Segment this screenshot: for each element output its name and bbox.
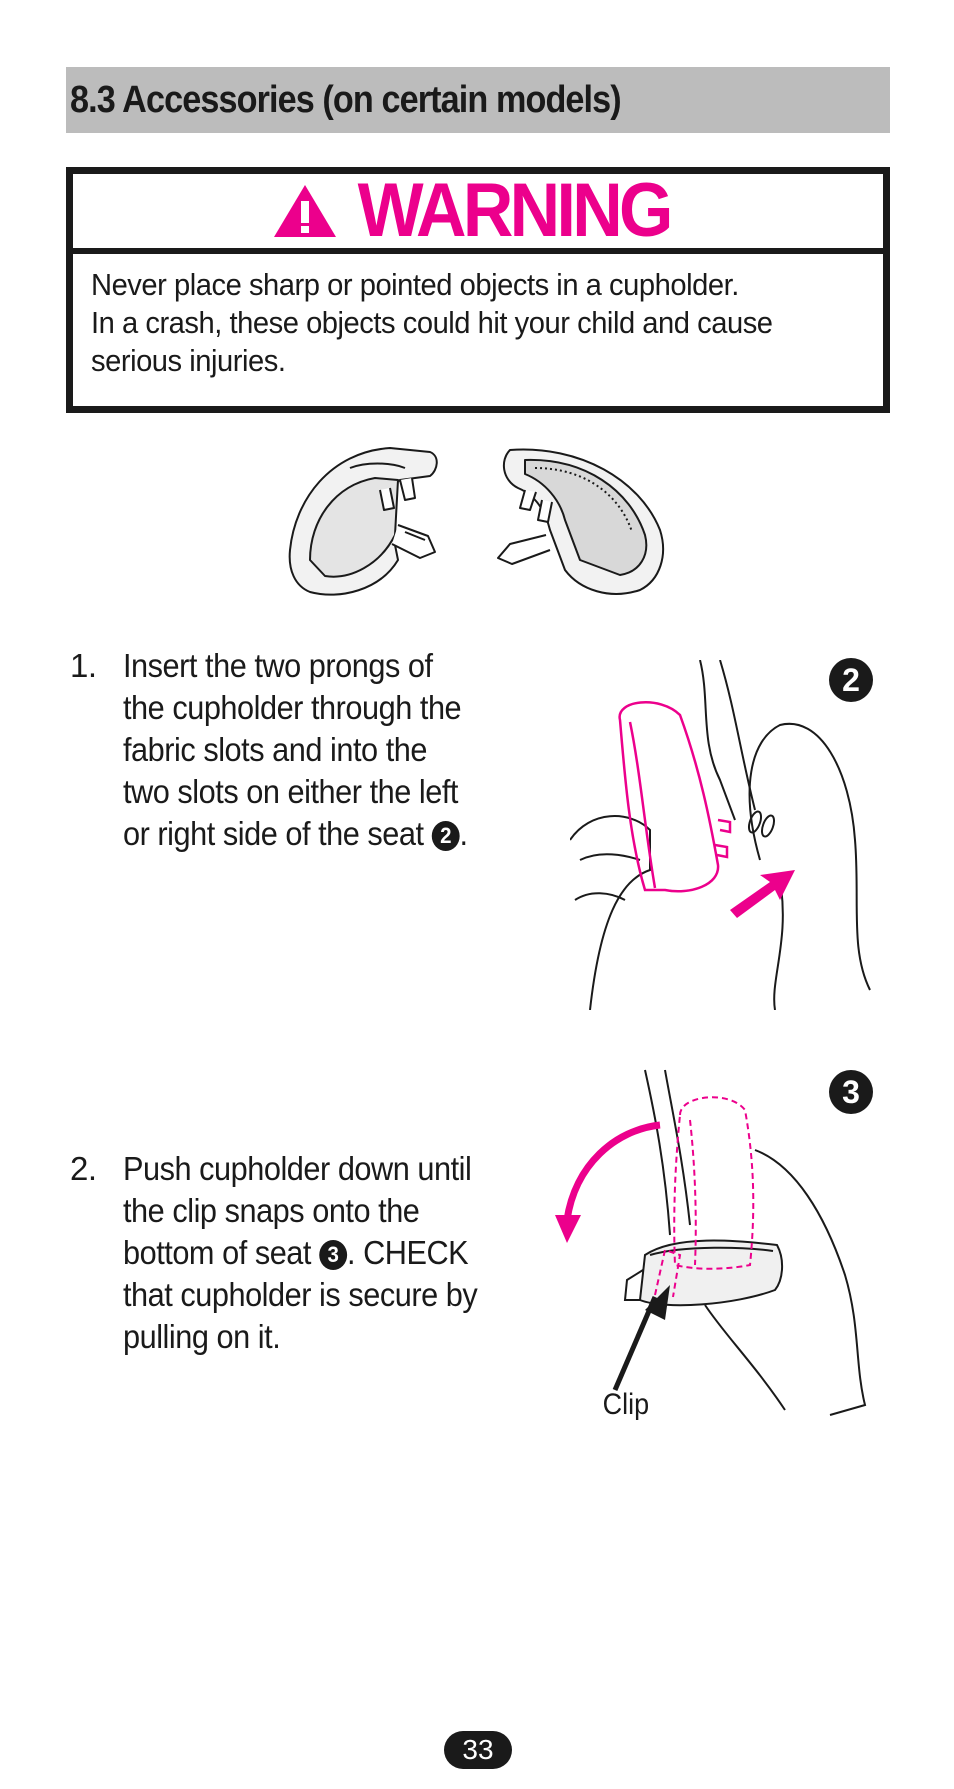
step-line: that cupholder is secure by <box>123 1276 478 1313</box>
warning-line: serious injuries. <box>91 343 286 378</box>
step-line-suffix: . <box>459 815 469 852</box>
step-line-prefix: or right side of the seat <box>123 815 432 852</box>
warning-header: WARNING <box>73 168 883 254</box>
page-number: 33 <box>444 1731 512 1769</box>
step-text: Insert the two prongs of the cupholder t… <box>123 645 494 855</box>
section-header: 8.3 Accessories (on certain models) <box>66 67 890 133</box>
step-line-prefix: bottom of seat <box>123 1234 320 1271</box>
warning-box: WARNING Never place sharp or pointed obj… <box>66 167 890 413</box>
figure-3-illustration <box>555 1069 867 1416</box>
figure-2-badge: 2 <box>829 658 873 702</box>
step-number: 1. <box>70 647 97 684</box>
step-line: two slots on either the left <box>123 773 458 810</box>
step-line-suffix: . CHECK <box>346 1234 469 1271</box>
step-line: Push cupholder down until <box>123 1150 472 1187</box>
step-line: Insert the two prongs of <box>123 647 433 684</box>
clip-label: Clip <box>602 1388 650 1421</box>
step-line: or right side of the seat 2. <box>123 813 468 855</box>
step-line: bottom of seat 3. CHECK <box>123 1232 477 1274</box>
figure-3-badge: 3 <box>829 1070 873 1114</box>
warning-triangle-icon <box>274 185 337 237</box>
warning-heading: WARNING <box>357 168 674 253</box>
figure-ref-badge: 3 <box>319 1240 347 1270</box>
step-line: pulling on it. <box>123 1318 281 1355</box>
step-number: 2. <box>70 1150 97 1187</box>
figure-2-illustration <box>570 660 871 1010</box>
step-text: Push cupholder down until the clip snaps… <box>123 1148 504 1358</box>
step-line: the cupholder through the <box>123 689 462 726</box>
step-line: the clip snaps onto the <box>123 1192 420 1229</box>
warning-line: Never place sharp or pointed objects in … <box>91 267 739 302</box>
cupholder-illustration <box>288 447 665 596</box>
section-title: 8.3 Accessories (on certain models) <box>70 78 622 121</box>
step-line: fabric slots and into the <box>123 731 427 768</box>
warning-text: Never place sharp or pointed objects in … <box>73 254 883 380</box>
figure-ref-badge: 2 <box>431 821 460 851</box>
warning-line: In a crash, these objects could hit your… <box>91 305 773 340</box>
